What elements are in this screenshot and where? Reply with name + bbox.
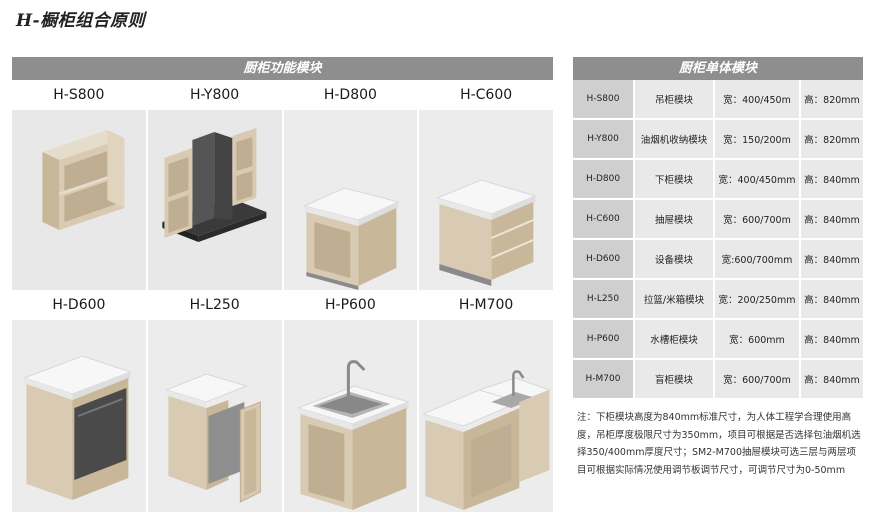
row-name: 抽屉模块	[633, 199, 714, 240]
module-label-c600: H-C600	[419, 80, 553, 110]
appliance-cabinet-illustration	[22, 355, 132, 500]
row-height: 高：840mm	[799, 279, 863, 320]
table-row: H-S800 吊柜模块 宽：400/450m 高：820mm	[573, 80, 863, 120]
row-width: 宽：150/200m	[713, 119, 800, 160]
row-height: 高：820mm	[799, 80, 863, 120]
functional-modules-header: 厨柜功能模块	[12, 57, 553, 80]
table-row: H-C600 抽屉模块 宽：600/700m 高：840mm	[573, 199, 863, 240]
row-name: 拉篮/米箱模块	[633, 279, 714, 320]
row-code: H-C600	[573, 199, 634, 240]
module-grid-row-2: H-D600 H-L250 H-P600 H-M700	[12, 290, 553, 512]
row-height: 高：840mm	[799, 319, 863, 360]
row-height: 高：820mm	[799, 119, 863, 160]
blind-corner-illustration	[422, 370, 552, 510]
table-row: H-D600 设备模块 宽:600/700mm 高：840mm	[573, 239, 863, 280]
row-code: H-S800	[573, 80, 634, 120]
module-label-d600: H-D600	[12, 290, 146, 320]
row-width: 宽：400/450m	[713, 80, 800, 120]
unit-modules-header: 厨柜单体模块	[573, 57, 863, 80]
base-cabinet-illustration	[302, 187, 400, 290]
row-height: 高：840mm	[799, 159, 863, 200]
spec-table: H-S800 吊柜模块 宽：400/450m 高：820mm H-Y800 油烟…	[573, 80, 863, 400]
row-name: 水槽柜模块	[633, 319, 714, 360]
table-row: H-M700 盲柜模块 宽：600/700m 高：840mm	[573, 359, 863, 400]
module-image-y800	[147, 110, 282, 290]
table-row: H-Y800 油烟机收纳模块 宽：150/200m 高：820mm	[573, 119, 863, 160]
row-name: 下柜模块	[633, 159, 714, 200]
row-name: 吊柜模块	[633, 80, 714, 120]
row-name: 设备模块	[633, 239, 714, 280]
module-image-p600	[283, 320, 418, 512]
module-grid-row-1: H-S800 H-Y800 H-D800 H-C600	[12, 80, 553, 290]
row-width: 宽：400/450mm	[713, 159, 800, 200]
module-image-c600	[419, 110, 553, 290]
row-height: 高：840mm	[799, 359, 863, 400]
module-image-s800	[12, 110, 146, 290]
row-width: 宽：200/250mm	[713, 279, 800, 320]
row-width: 宽:600/700mm	[713, 239, 800, 280]
row-code: H-P600	[573, 319, 634, 360]
module-image-l250	[147, 320, 282, 512]
table-row: H-L250 拉篮/米箱模块 宽：200/250mm 高：840mm	[573, 279, 863, 320]
pullout-basket-illustration	[164, 373, 261, 503]
module-label-s800: H-S800	[12, 80, 146, 110]
sink-cabinet-illustration	[296, 360, 410, 510]
module-label-m700: H-M700	[419, 290, 553, 320]
row-code: H-L250	[573, 279, 634, 320]
module-image-d600	[12, 320, 146, 512]
functional-modules-panel: 厨柜功能模块 H-S800 H-Y800 H-D800 H-C600	[12, 57, 553, 514]
drawer-cabinet-illustration	[436, 179, 538, 286]
row-code: H-M700	[573, 359, 634, 400]
table-row: H-D800 下柜模块 宽：400/450mm 高：840mm	[573, 159, 863, 200]
hood-storage-illustration	[162, 128, 267, 242]
row-width: 宽：600mm	[713, 319, 800, 360]
module-label-d800: H-D800	[283, 80, 418, 110]
row-width: 宽：600/700m	[713, 359, 800, 400]
row-code: H-D800	[573, 159, 634, 200]
row-height: 高：840mm	[799, 199, 863, 240]
module-label-l250: H-L250	[147, 290, 282, 320]
row-code: H-D600	[573, 239, 634, 280]
row-name: 盲柜模块	[633, 359, 714, 400]
unit-modules-panel: 厨柜单体模块 H-S800 吊柜模块 宽：400/450m 高：820mm H-…	[573, 57, 863, 514]
row-width: 宽：600/700m	[713, 199, 800, 240]
page-title: H-橱柜组合原则	[16, 11, 146, 31]
module-label-p600: H-P600	[283, 290, 418, 320]
footnote: 注：下柜模块高度为840mm标准尺寸，为人体工程学合理使用高度，吊柜厚度极限尺寸…	[577, 412, 861, 476]
module-label-y800: H-Y800	[147, 80, 282, 110]
row-code: H-Y800	[573, 119, 634, 160]
row-height: 高：840mm	[799, 239, 863, 280]
table-row: H-P600 水槽柜模块 宽：600mm 高：840mm	[573, 319, 863, 360]
module-image-m700	[419, 320, 553, 512]
module-image-d800	[283, 110, 418, 290]
row-name: 油烟机收纳模块	[633, 119, 714, 160]
wall-cabinet-illustration	[42, 130, 125, 230]
